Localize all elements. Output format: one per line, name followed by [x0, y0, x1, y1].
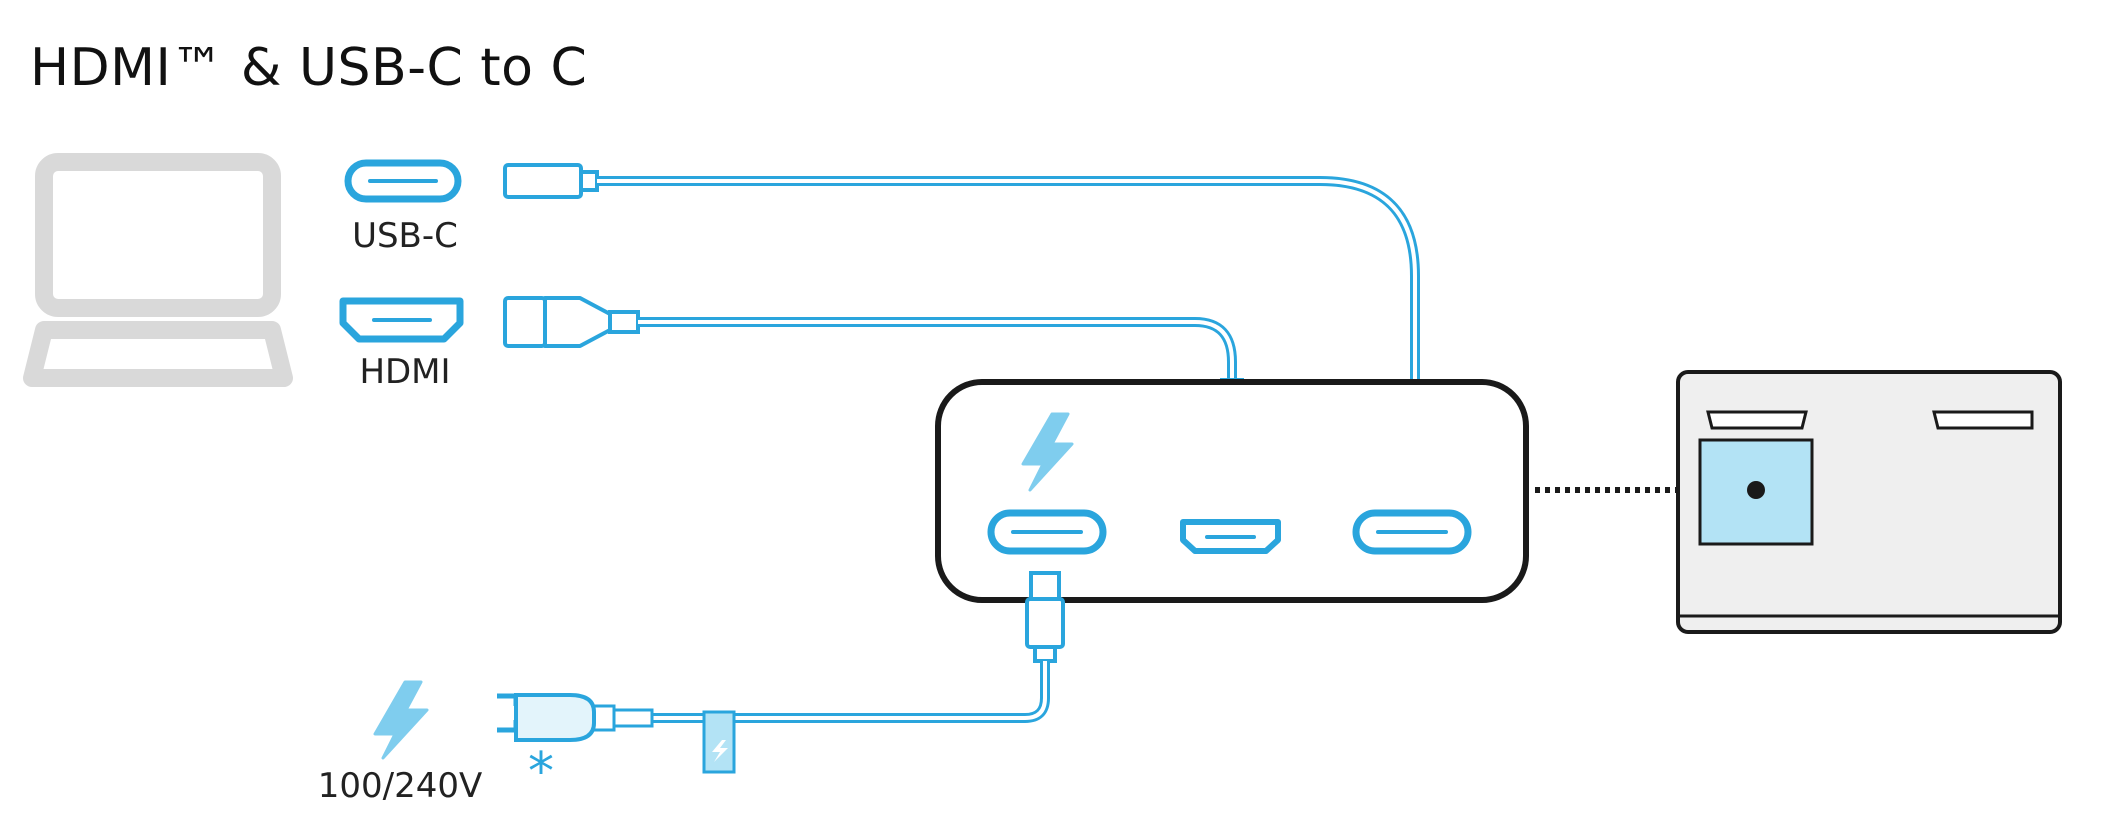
lightning-icon: [1021, 412, 1074, 492]
power-cable: [652, 571, 1065, 774]
display-monitor: [1676, 370, 2062, 634]
usb-c-label: USB-C: [352, 216, 458, 256]
footnote-asterisk: *: [528, 742, 554, 802]
page-title: HDMI™ & USB-C to C: [30, 38, 588, 98]
docking-hub: [935, 379, 1529, 603]
laptop-icon: [23, 153, 293, 387]
hdmi-label: HDMI: [359, 352, 451, 392]
power-plug-icon: [497, 693, 654, 742]
power-lightning-icon: [373, 680, 429, 760]
voltage-label: 100/240V: [317, 766, 483, 806]
